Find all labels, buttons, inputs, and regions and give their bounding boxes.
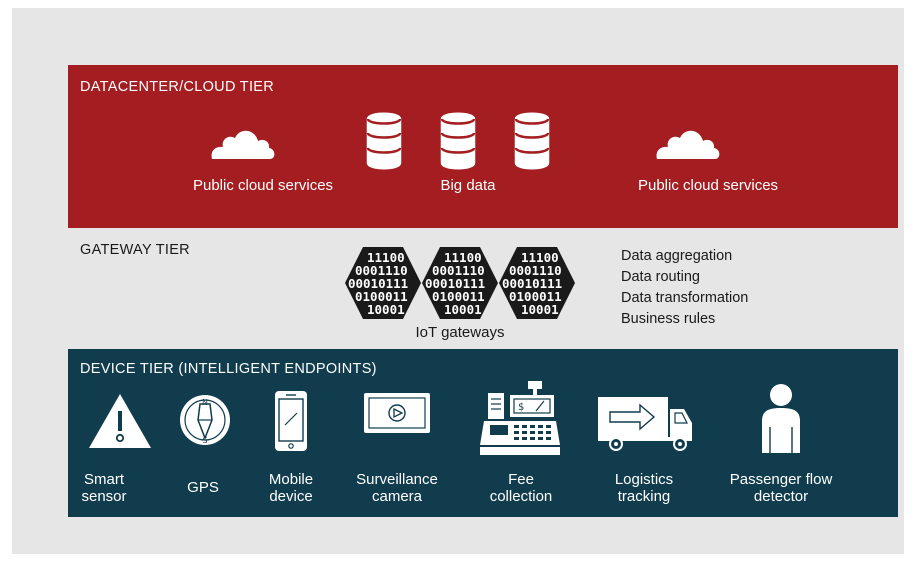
binary-row: 11100: [444, 250, 482, 265]
function-item: Data aggregation: [621, 248, 733, 264]
function-item: Data routing: [621, 269, 700, 285]
binary-row: 0001110: [432, 263, 485, 278]
person-icon: [762, 384, 800, 453]
database-icon: [366, 112, 402, 170]
compass-icon: N S: [180, 395, 230, 445]
binary-row: 0100011: [355, 289, 408, 304]
public-cloud-label-right: Public cloud services: [637, 177, 779, 194]
device-label-passenger: Passenger flow detector: [729, 471, 833, 505]
binary-row: 10001: [444, 302, 482, 317]
cloud-tier-panel: DATACENTER/CLOUD TIER Public cloud se: [68, 65, 898, 228]
device-label-smart-sensor: Smart sensor: [81, 471, 127, 505]
device-tier-panel: DEVICE TIER (INTELLIGENT ENDPOINTS) N S: [68, 349, 898, 517]
binary-row: 0001110: [509, 263, 562, 278]
binary-row: 0001110: [355, 263, 408, 278]
cloud-icon: [656, 130, 720, 159]
device-label-logistics: Logistics tracking: [614, 471, 674, 505]
svg-text:N: N: [202, 398, 208, 407]
device-label-gps: GPS: [187, 479, 219, 496]
device-tier-title: DEVICE TIER (INTELLIGENT ENDPOINTS): [80, 361, 377, 377]
binary-row: 00010111: [502, 276, 562, 291]
function-item: Business rules: [621, 311, 716, 327]
camera-play-icon: [364, 393, 430, 433]
binary-row: 10001: [521, 302, 559, 317]
big-data-label: Big data: [440, 177, 496, 194]
iot-gateway-icons: 11100 0001110 00010111 0100011 10001 111…: [345, 247, 575, 319]
device-label-fee: Fee collection: [489, 471, 553, 505]
gateway-tier-panel: GATEWAY TIER 11100 0001110 00010111 0100…: [68, 228, 898, 349]
public-cloud-label-left: Public cloud services: [192, 177, 334, 194]
mobile-phone-icon: [275, 391, 307, 451]
gateway-function-list: Data aggregation Data routing Data trans…: [621, 246, 748, 330]
binary-row: 0100011: [432, 289, 485, 304]
database-icon: [440, 112, 476, 170]
cloud-tier-title: DATACENTER/CLOUD TIER: [80, 79, 275, 95]
device-label-mobile: Mobile device: [268, 471, 314, 505]
binary-row: 11100: [521, 250, 559, 265]
binary-row: 10001: [367, 302, 405, 317]
truck-icon: [598, 397, 692, 451]
cloud-icon: [211, 130, 275, 159]
warning-sensor-icon: [89, 394, 151, 448]
function-item: Data transformation: [621, 290, 749, 306]
cash-register-icon: $: [480, 381, 560, 455]
binary-row: 00010111: [425, 276, 485, 291]
svg-text:$: $: [518, 402, 524, 413]
database-icon: [514, 112, 550, 170]
iot-gateways-label: IoT gateways: [415, 324, 505, 341]
binary-row: 11100: [367, 250, 405, 265]
binary-row: 0100011: [509, 289, 562, 304]
gateway-tier-title: GATEWAY TIER: [80, 242, 190, 258]
svg-text:S: S: [203, 436, 208, 445]
device-label-camera: Surveillance camera: [356, 471, 438, 505]
binary-row: 00010111: [348, 276, 408, 291]
